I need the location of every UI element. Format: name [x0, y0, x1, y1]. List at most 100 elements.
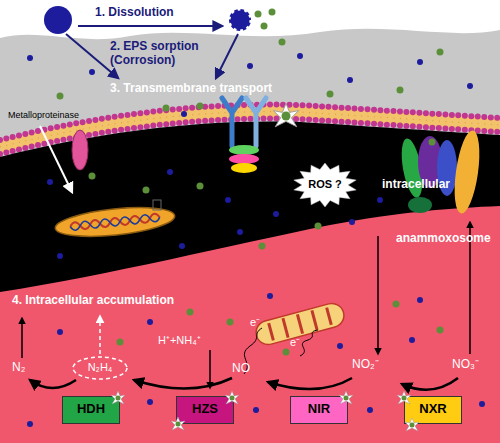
green-ion: [397, 87, 404, 94]
process-arrow: [78, 25, 222, 27]
green-ion: [255, 11, 262, 18]
enzyme-burst: [397, 391, 411, 404]
green-ion: [261, 23, 268, 30]
green-ion: [437, 327, 444, 334]
enzyme-burst: [339, 391, 353, 404]
blue-ion: [377, 197, 383, 203]
receptor-part: [229, 145, 259, 155]
dissolving-particle: [229, 9, 251, 31]
green-ion: [89, 173, 96, 180]
enzyme-label: HDH: [62, 402, 120, 417]
blue-ion: [57, 329, 63, 335]
green-ion: [197, 103, 204, 110]
step-label: 4. Intracellular accumulation: [12, 294, 252, 308]
metalloproteinase-protein: [72, 130, 88, 170]
enzyme-label: NXR: [404, 402, 462, 417]
enzyme-box: HDH: [62, 396, 120, 424]
enzyme-box: NIR: [290, 396, 348, 424]
green-ion: [429, 139, 436, 146]
green-ion: [259, 243, 266, 250]
enzyme-label: HZS: [176, 402, 234, 417]
reaction-arrow: [268, 378, 352, 389]
electron-label: e⁻: [290, 336, 310, 349]
green-ion: [143, 187, 150, 194]
enzyme-burst: [171, 417, 185, 430]
green-ion: [187, 309, 194, 316]
blue-ion: [297, 53, 303, 59]
enzyme-box-fill: [177, 397, 234, 424]
blue-ion: [181, 111, 187, 117]
blue-ion: [253, 407, 259, 413]
chemical-label: NO₂⁻: [352, 358, 392, 372]
cell-cytoplasm: intracellular ROS ? anammoxosome 4. Intrace…: [0, 105, 500, 443]
blue-ion: [273, 211, 279, 217]
green-ion: [227, 319, 234, 326]
chemical-label: NO: [232, 362, 262, 376]
step-label: 1. Dissolution: [95, 6, 225, 20]
blue-ion: [89, 69, 95, 75]
part-name: Metalloproteinase: [8, 110, 108, 120]
process-arrow: [216, 34, 238, 78]
ros-burst: ROS ?: [292, 162, 358, 208]
enzyme-burst: [405, 418, 419, 431]
blue-ion: [27, 421, 33, 427]
flux-arrow: [377, 236, 379, 354]
blue-ion: [147, 319, 153, 325]
enzyme-box: HZS: [176, 396, 234, 424]
reaction-arrow: [30, 380, 76, 388]
step-label: 3. Transmembrane transport: [110, 82, 310, 96]
nucleoid: [54, 203, 176, 241]
protein-complex: [398, 137, 426, 199]
blue-ion: [417, 297, 423, 303]
intermediate-ellipse-outline: [73, 357, 127, 379]
region-label: intracellular: [382, 178, 462, 192]
flux-arrow: [21, 318, 23, 358]
intermediate-ellipse: N₂H₄: [72, 356, 128, 380]
dna-strand: [70, 213, 160, 230]
protein-complex: [418, 136, 442, 188]
protein-complex: [450, 129, 483, 215]
green-ion: [117, 339, 124, 346]
enzyme-box-fill: [291, 397, 348, 424]
green-ion: [269, 9, 276, 16]
blue-ion: [179, 243, 185, 249]
blue-ion: [247, 63, 253, 69]
green-ion: [163, 105, 170, 112]
blue-ion: [337, 343, 343, 349]
flux-arrow: [209, 350, 211, 388]
green-ion: [437, 49, 444, 56]
enzyme-burst: [225, 391, 239, 404]
blue-ion: [237, 229, 243, 235]
blue-ion: [417, 59, 423, 65]
electron-label: e⁻: [250, 316, 270, 329]
green-ion: [279, 39, 286, 46]
blue-ion: [27, 55, 33, 61]
enzyme-burst: [111, 391, 125, 404]
enzyme-box-fill: [63, 397, 120, 424]
region-label: anammoxosome: [396, 232, 500, 246]
dna-strand: [70, 213, 160, 230]
burst-label: ROS ?: [292, 178, 358, 191]
leader-arrow: [40, 126, 72, 192]
green-ion: [57, 93, 64, 100]
protein-complex: [408, 197, 432, 213]
receptor-part: [229, 154, 259, 164]
blue-ion: [479, 401, 485, 407]
blue-ion: [367, 407, 373, 413]
blue-ion: [267, 293, 273, 299]
receptor: [246, 98, 266, 146]
enzyme-box: NXR: [404, 396, 462, 424]
receptor: [222, 98, 242, 146]
chemical-label: NO₃⁻: [452, 358, 492, 372]
receptor-part: [231, 163, 257, 173]
blue-ion: [47, 179, 53, 185]
blue-ion: [147, 399, 153, 405]
green-ion: [197, 183, 204, 190]
reaction-arrow: [134, 378, 232, 389]
green-ion: [315, 223, 322, 230]
flux-arrow: [469, 222, 471, 354]
